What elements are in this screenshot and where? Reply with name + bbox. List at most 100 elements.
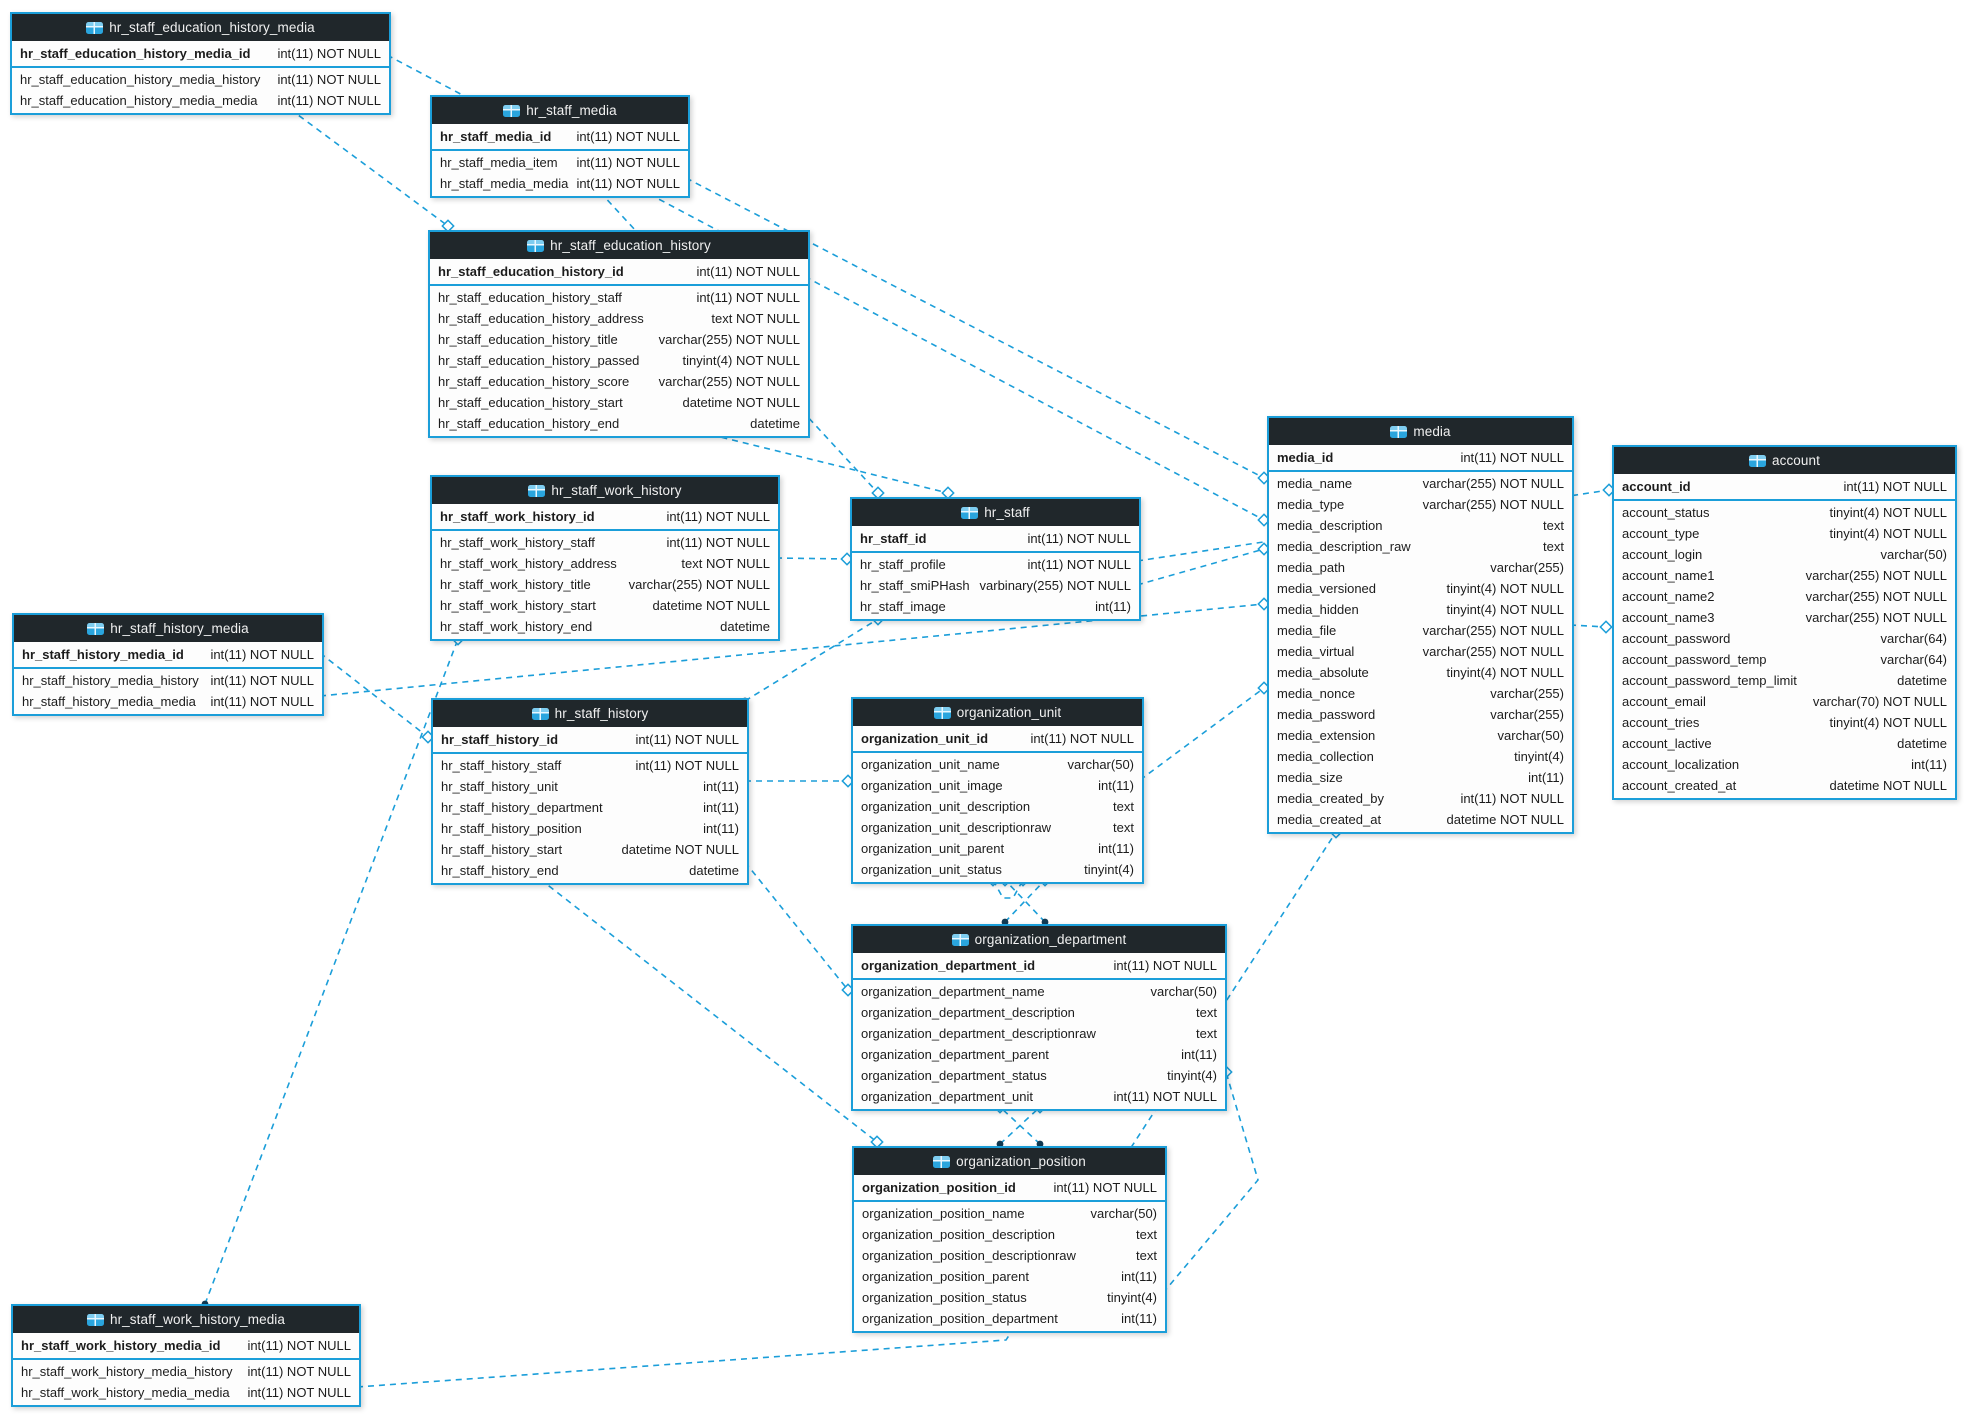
table-header[interactable]: organization_department [853,926,1225,953]
relationship-hr_staff_work_history-to-hr_staff[interactable] [775,557,848,560]
relationship-hr_staff_history_media-to-media[interactable] [319,603,1265,697]
table-header[interactable]: media [1269,418,1572,445]
relationship-hr_staff_history_media-to-hr_staff_history[interactable] [319,652,429,738]
column-row[interactable]: hr_staff_education_history_media_history… [12,69,389,90]
table-header[interactable]: hr_staff_media [432,97,688,124]
relationship-organization_position-to-organization_department[interactable] [1162,1071,1259,1294]
relationship-organization_unit-to-organization_unit[interactable] [992,879,1024,899]
table-header[interactable]: hr_staff_history_media [14,615,322,642]
table-header[interactable]: hr_staff_history [433,700,747,727]
table-header[interactable]: hr_staff_education_history [430,232,808,259]
relationship-hr_staff_history-to-organization_position[interactable] [539,878,878,1143]
table-header[interactable]: organization_unit [853,699,1142,726]
relationship-hr_staff_work_history_media-to-media[interactable] [356,831,1337,1388]
relationship-hr_staff_media-to-media[interactable] [685,177,1265,479]
table-header[interactable]: account [1614,447,1955,474]
relationship-hr_staff_work_history_media-to-hr_staff_work_history[interactable] [204,638,459,1305]
relationship-hr_staff_history-to-organization_department[interactable] [744,861,849,991]
relationship-organization_department-to-organization_department[interactable] [1004,879,1046,923]
table-header[interactable]: hr_staff_work_history [432,477,778,504]
table-header[interactable]: hr_staff_education_history_media [12,14,389,41]
table-header[interactable]: hr_staff [852,499,1139,526]
relationship-hr_staff_history-to-hr_staff[interactable] [744,618,879,702]
relationship-organization_unit-to-media[interactable] [1139,687,1265,781]
